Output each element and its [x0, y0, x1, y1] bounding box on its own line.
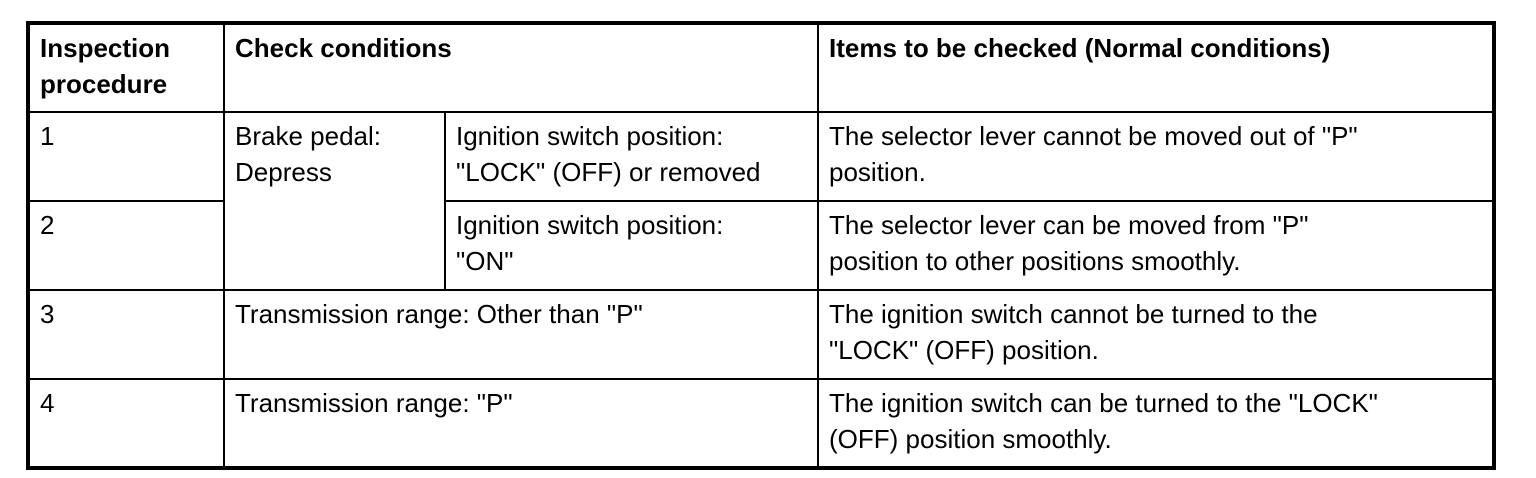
header-inspection-procedure: Inspection procedure	[27, 22, 225, 113]
table-row-3: 3 Transmission range: Other than "P" The…	[27, 289, 1496, 380]
cell-procedure-4: 4	[27, 378, 225, 469]
table-row-4: 4 Transmission range: "P" The ignition s…	[27, 378, 1496, 469]
cell-check-condition-ignition-on: Ignition switch position: "ON"	[443, 200, 820, 291]
table-row-1: 1 Brake pedal: Depress Ignition switch p…	[27, 111, 1496, 291]
cell-item-row-3: The ignition switch cannot be turned to …	[817, 289, 1496, 380]
table-row-2: 2 Ignition switch position: "ON" The sel…	[27, 200, 1496, 291]
cell-item-row-4: The ignition switch can be turned to the…	[817, 378, 1496, 469]
header-items-to-be-checked: Items to be checked (Normal conditions)	[817, 22, 1496, 113]
inspection-procedure-table: Inspection procedure Check conditions It…	[26, 21, 1497, 470]
cell-procedure-2: 2	[27, 200, 225, 291]
cell-procedure-1: 1	[27, 111, 225, 202]
cell-item-row-2: The selector lever can be moved from "P"…	[817, 200, 1496, 291]
cell-procedure-3: 3	[27, 289, 225, 380]
header-check-conditions: Check conditions	[222, 22, 820, 113]
table-header-row: Inspection procedure Check conditions It…	[27, 22, 1496, 113]
cell-check-condition-range-p: Transmission range: "P"	[222, 378, 820, 469]
cell-check-condition-ignition-lock: Ignition switch position: "LOCK" (OFF) o…	[443, 111, 820, 202]
cell-item-row-1: The selector lever cannot be moved out o…	[817, 111, 1496, 202]
cell-check-condition-range-other-than-p: Transmission range: Other than "P"	[222, 289, 820, 380]
cell-check-condition-brake-pedal: Brake pedal: Depress	[223, 111, 446, 291]
